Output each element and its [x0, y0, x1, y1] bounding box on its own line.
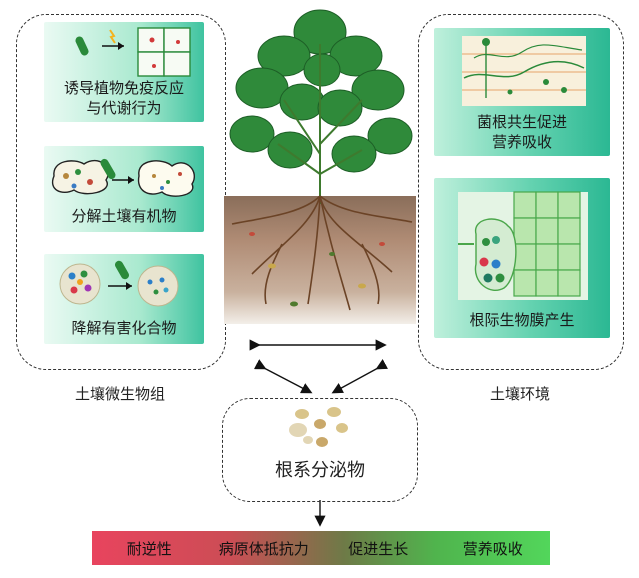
left-group-box	[16, 14, 226, 370]
card-mycorrhiza: 菌根共生促进 营养吸收	[434, 28, 610, 156]
outcome-pathogen-resistance: 病原体抵抗力	[218, 539, 309, 558]
card-biofilm: 根际生物膜产生	[434, 178, 610, 338]
arrow-right-to-exudate	[331, 359, 389, 394]
card-decompose-text: 分解土壤有机物	[71, 207, 177, 225]
card-degrade-harmful: 降解有害化合物	[44, 254, 204, 344]
card-degrade-text: 降解有害化合物	[71, 319, 177, 337]
mycorrhiza-icon	[462, 36, 586, 106]
card-decompose-organic: 分解土壤有机物	[44, 146, 204, 232]
decompose-organic-icon	[51, 158, 195, 197]
plant-roots	[231, 195, 413, 311]
card-mycorrhiza-text-line2: 营养吸收	[491, 133, 552, 151]
root-exudate-label: 根系分泌物	[275, 460, 365, 481]
card-mycorrhiza-text-line1: 菌根共生促进	[476, 113, 567, 131]
biofilm-icon	[458, 191, 588, 300]
immune-response-icon	[75, 27, 191, 77]
outcome-gradient-bar: 耐逆性 病原体抵抗力 促进生长 营养吸收	[92, 531, 550, 565]
soil-layer	[224, 196, 416, 324]
plant-leaves	[229, 9, 413, 173]
arrow-left-to-exudate	[253, 359, 313, 394]
plant-soil-illustration	[224, 9, 416, 324]
outcome-growth-promotion: 促进生长	[348, 539, 409, 558]
root-exudate-box	[222, 398, 418, 502]
outcome-nutrient-uptake: 营养吸收	[462, 539, 523, 558]
plant-stems	[277, 44, 363, 204]
outcome-stress-tolerance: 耐逆性	[126, 539, 172, 558]
soil-particles	[249, 232, 385, 307]
left-group-title: 土壤微生物组	[74, 385, 165, 403]
degrade-harmful-icon	[59, 260, 179, 307]
card-immune-response: 诱导植物免疫反应 与代谢行为	[44, 22, 204, 122]
card-immune-text-line2: 与代谢行为	[86, 99, 162, 117]
card-immune-text-line1: 诱导植物免疫反应	[63, 79, 184, 97]
exudate-particles-icon	[289, 407, 348, 447]
right-group-title: 土壤环境	[489, 385, 550, 403]
card-biofilm-text: 根际生物膜产生	[469, 311, 575, 329]
right-group-box	[418, 14, 624, 370]
